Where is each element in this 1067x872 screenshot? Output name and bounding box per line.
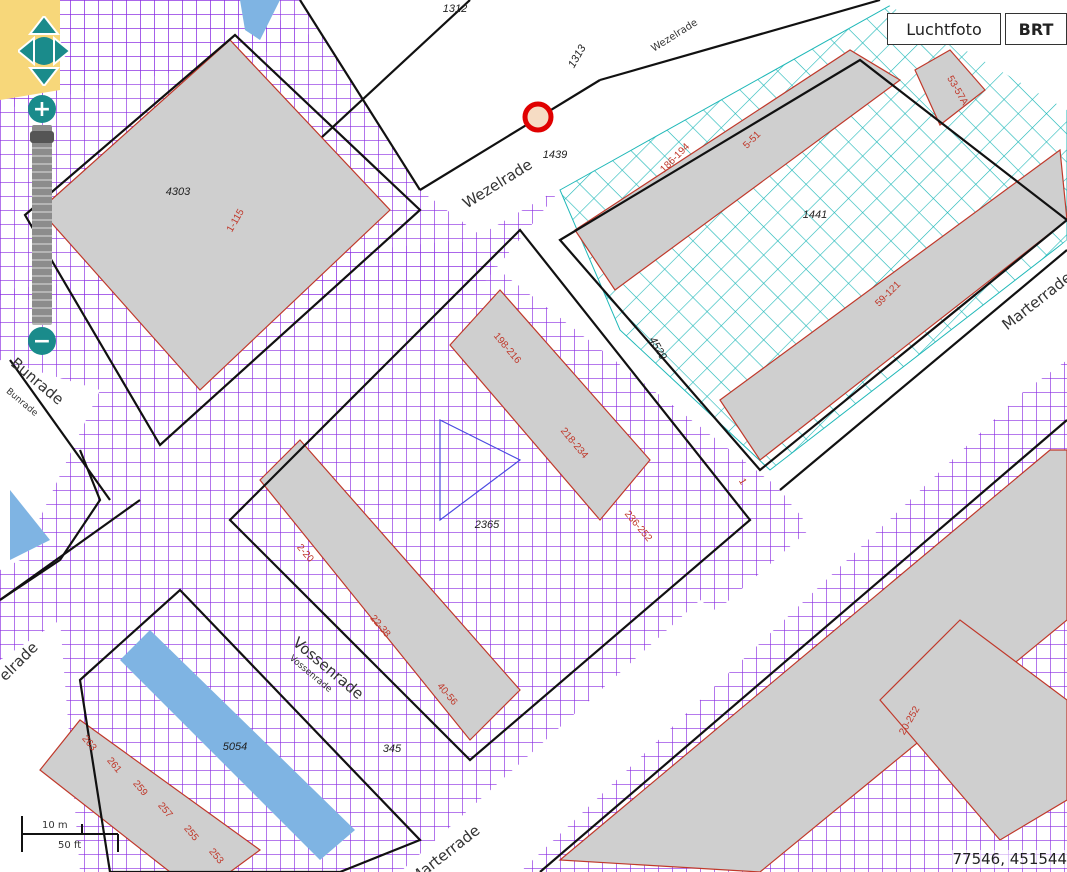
buildings [39, 39, 1067, 872]
water [10, 0, 355, 860]
zoom-control: + − [28, 95, 56, 355]
parcel-label: 2365 [474, 519, 500, 531]
parcel-label: 4303 [166, 186, 191, 198]
block-outlines [23, 33, 1067, 872]
parcel-label: 1441 [803, 209, 827, 221]
parcel-label: 5054 [223, 741, 247, 753]
parcel-label: 345 [383, 743, 402, 755]
zoom-slider[interactable] [30, 125, 54, 325]
zoom-slider-handle[interactable] [30, 131, 54, 143]
scale-metric-label: 10 m [42, 820, 68, 831]
scale-bar-lines [21, 816, 119, 852]
pan-control [16, 14, 72, 91]
location-marker[interactable] [522, 101, 554, 133]
pan-right-icon[interactable] [53, 35, 72, 67]
zoom-out-button[interactable]: − [28, 327, 56, 355]
pan-left-icon[interactable] [16, 35, 35, 67]
pan-arrows [16, 14, 72, 88]
coordinate-readout: 77546, 451544 [952, 850, 1067, 868]
parcel-label: 1312 [443, 3, 467, 15]
pan-up-icon[interactable] [27, 14, 61, 35]
house-number: 1 [736, 477, 749, 488]
brt-layer-button[interactable]: BRT [1005, 13, 1067, 45]
scale-bar: 10 m 50 ft [20, 812, 120, 856]
pan-down-icon[interactable] [27, 67, 61, 88]
zoom-in-button[interactable]: + [28, 95, 56, 123]
scale-imperial-label: 50 ft [58, 840, 82, 851]
layer-switcher: Luchtfoto BRT [887, 13, 1067, 45]
parcel-label: 1439 [543, 149, 567, 161]
aerial-layer-button[interactable]: Luchtfoto [887, 13, 1001, 45]
